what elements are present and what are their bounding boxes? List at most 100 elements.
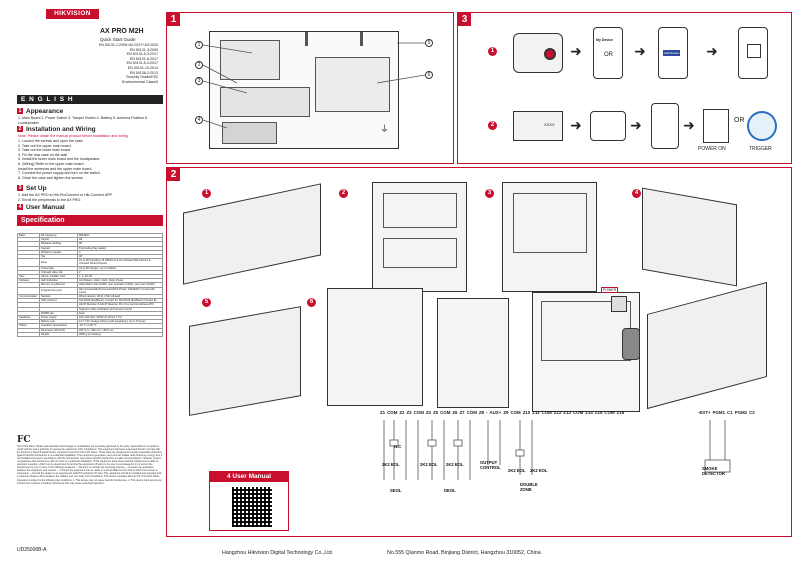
install-step: 8. Close the case and tighten the screws…	[18, 175, 84, 180]
panel-device-illustration	[513, 33, 563, 73]
terminal-label: Z9	[503, 410, 509, 415]
spec-item: Programming tool	[39, 286, 78, 296]
antenna	[305, 32, 308, 46]
standard-line: EN 50131-6:2017	[129, 56, 158, 61]
step-1-illustration	[183, 183, 321, 285]
spec-value: Up to 96 (including 16 PIR/Zone & 16 Onb…	[77, 258, 163, 267]
terminal-label: COM	[573, 410, 584, 415]
or-label: OR	[604, 52, 613, 58]
close-case-illustration	[647, 281, 767, 410]
step-badge: 4	[632, 189, 641, 198]
terminal-label: Z5	[433, 410, 439, 415]
trigger-label: TRIGGER	[749, 146, 772, 152]
callout-antenna: 5	[425, 39, 433, 47]
code-label: XXXX	[544, 122, 555, 127]
callout-power-switch: 2	[195, 61, 203, 69]
step-1-badge: 1	[488, 47, 497, 56]
arrow-icon: ➜	[570, 43, 582, 59]
nc-label: N.C	[394, 444, 402, 449]
terminal-label: Z14	[585, 410, 593, 415]
step-badge: 2	[339, 189, 348, 198]
standard-line: Environmental Class/II	[122, 79, 158, 84]
step-2-illustration	[372, 182, 467, 292]
power-button-icon	[544, 48, 556, 60]
terminal-label: Z16	[616, 410, 625, 415]
terminal-label: PGM1	[712, 410, 726, 415]
step-5-illustration	[189, 306, 301, 416]
fcc-logo: FC	[17, 435, 31, 445]
spec-category	[17, 258, 40, 267]
standard-line: EN 50131-10:2014	[127, 65, 158, 70]
terminal-label: C1	[727, 410, 733, 415]
standard-line: EN 50131-5-3:2017	[126, 61, 158, 66]
step-badge: 6	[307, 298, 316, 307]
user-manual-header: 4 User Manual	[210, 472, 288, 482]
spec-category	[17, 286, 40, 296]
panel-number: 1	[167, 13, 180, 26]
spec-value: Hik-Connect/Hik-ProConnect/Web Portal / …	[77, 286, 163, 296]
upper-board	[315, 57, 390, 112]
terminal-label: Z13	[563, 410, 571, 415]
section-title: Appearance	[26, 107, 64, 115]
section-number: 3	[17, 185, 23, 191]
double-zone-label: DOUBLE ZONE	[520, 482, 538, 492]
brand-logo: HIKVISION	[46, 9, 99, 19]
terminal-label: -	[486, 410, 488, 415]
callout-main-board: 1	[195, 41, 203, 49]
terminal-label: Z6	[452, 410, 458, 415]
fcc-text: FCC Information. Please take attention t…	[17, 445, 163, 485]
section-title: Set Up	[26, 184, 47, 192]
arrow-icon: ➜	[706, 43, 718, 59]
terminal-label: COM	[604, 410, 615, 415]
terminal-label: COM	[387, 410, 398, 415]
control-panel-illustration: ⏚	[209, 31, 399, 149]
section-title: User Manual	[26, 203, 65, 211]
battery	[222, 122, 277, 144]
step-6-illustration	[327, 288, 423, 406]
power-on-label: POWER ON	[698, 146, 726, 152]
spec-category	[17, 331, 40, 338]
terminal-label: Z10	[522, 410, 531, 415]
install-step: 4. Fix the rear case on the wall.	[18, 152, 68, 157]
phone-illustration: My Device OR	[593, 27, 623, 79]
phone-illustration	[738, 27, 768, 79]
standard-line: EN 50131-3:2009	[129, 47, 158, 52]
terminal-label: Z15	[594, 410, 603, 415]
install-step: 7. Connect the power supply and turn on …	[18, 171, 101, 176]
power-on-illustration	[703, 109, 729, 143]
step-badge: 1	[202, 189, 211, 198]
main-board	[220, 40, 280, 80]
install-step: 6. (Wiring) Refer to the upper main boar…	[18, 161, 85, 166]
trigger-button-icon[interactable]	[747, 111, 777, 141]
panel-3: 3 1 2 My Device OR Add Device ➜ ➜ ➜ XXXX…	[457, 12, 792, 164]
qr-code[interactable]	[232, 487, 272, 527]
install-step: 3. Take out the lower main board.	[18, 148, 72, 153]
wall-outlet-icon	[611, 296, 627, 312]
spec-value: 12 V 7Ah storage battery (sold separatel…	[77, 319, 163, 325]
eol-label: 2K2 EOL	[420, 462, 438, 467]
add-device-button[interactable]: Add Device	[663, 50, 681, 56]
spec-category: Communication	[17, 294, 40, 300]
spec-value: Supports video verification and remote c…	[77, 306, 163, 312]
callout-tamper-switch: 3	[195, 77, 203, 85]
terminal-label: AUX+	[489, 410, 502, 415]
install-step: 1. Loosen the screws and open the case.	[18, 139, 84, 143]
lower-board	[220, 87, 310, 117]
terminal-label: Z12	[553, 410, 562, 415]
step-4-illustration	[642, 187, 737, 287]
setup-step: 2. Enroll the peripherals to the AX PRO.	[18, 197, 82, 202]
phone-illustration	[651, 103, 679, 149]
panel-2: 2 1 2 3 4 5 6 POWER 4 User Manual	[166, 167, 792, 537]
arrow-icon: ➜	[683, 117, 695, 133]
install-steps: 1. Loosen the screws and open the case. …	[18, 139, 163, 180]
power-label: POWER	[601, 287, 619, 293]
